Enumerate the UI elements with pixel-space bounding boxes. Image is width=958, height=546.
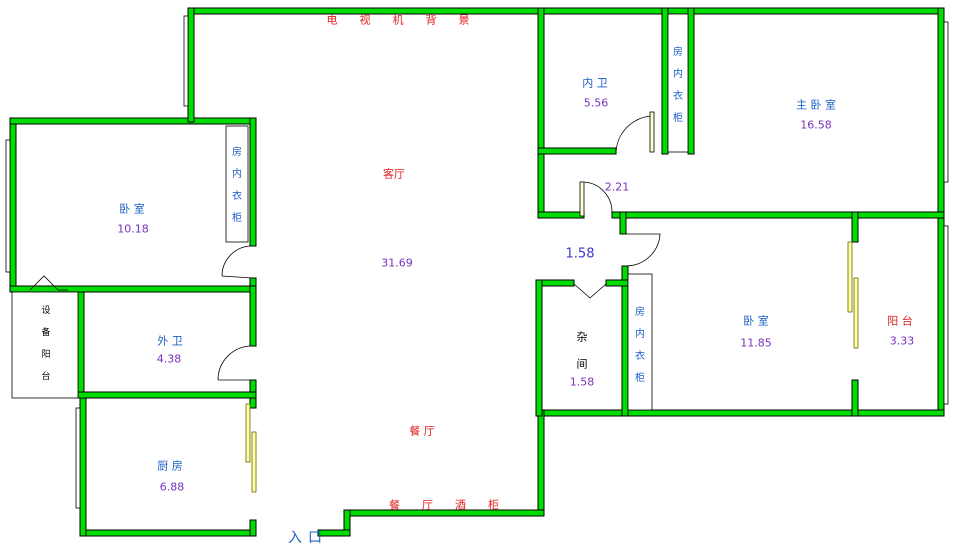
door-bed-left-leaf <box>221 275 253 279</box>
kitchen-area: 6.88 <box>159 480 185 494</box>
wardrobe-left-label: 房内衣柜 <box>232 147 242 224</box>
dining-bar-label: 餐 厅 酒 柜 <box>389 498 499 512</box>
door-bath-outer-swing <box>217 345 253 381</box>
door-kitchen-slide-a <box>245 403 251 463</box>
wall-master-bottom <box>611 211 945 219</box>
wardrobe-top-box <box>667 13 689 153</box>
wardrobes <box>225 13 689 411</box>
door-balcony-slide-a <box>847 241 853 313</box>
balcony-area: 3.33 <box>889 334 915 348</box>
wall-bed-bottom <box>9 285 257 293</box>
wall-balcony-left-upper <box>851 211 859 243</box>
wall-top-main <box>189 7 943 15</box>
equipment-balcony-box <box>11 291 79 399</box>
wall-wardrobe-top-right <box>687 7 695 155</box>
outer-walls <box>9 7 945 537</box>
door-bed-left-swing <box>221 245 253 277</box>
wall-bath-bottom <box>77 391 257 399</box>
inner-bath-name: 内 卫 <box>582 76 608 90</box>
outer-bath-name: 外 卫 <box>157 334 183 348</box>
wall-bath-right <box>249 285 257 347</box>
wall-kitchen-left <box>79 395 87 537</box>
door-storage-swing <box>573 283 607 299</box>
door-master-swing <box>583 181 613 213</box>
equipment-balcony-label: 设备阳台 <box>41 306 51 382</box>
wall-inner-bath-left <box>537 7 545 219</box>
entrance-label: 入口 <box>288 530 328 546</box>
living-room-name: 客厅 <box>383 167 405 181</box>
wall-hall-right-lower <box>621 265 629 417</box>
door-inner-bath-swing <box>615 115 655 155</box>
bedroom-right-name: 卧 室 <box>743 314 769 328</box>
outer-bath-area: 4.38 <box>156 352 182 366</box>
window-living-left <box>183 15 189 107</box>
wall-bed-top <box>9 117 257 125</box>
tv-wall-label: 电 视 机 背 景 <box>326 13 470 27</box>
storage-name-b: 间 <box>576 357 588 371</box>
door-balcony-slide-b <box>853 277 859 349</box>
windows <box>5 15 949 509</box>
hall-area: 1.58 <box>565 246 595 262</box>
wall-bottom-left <box>79 529 257 537</box>
wall-right-step <box>537 409 545 517</box>
bedroom-right-area: 11.85 <box>740 336 772 350</box>
door-inner-bath-leaf <box>649 111 655 153</box>
wall-bed-right <box>249 117 257 247</box>
wall-corridor-bottom-left <box>537 211 585 219</box>
doors <box>29 111 859 493</box>
balcony-name: 阳 台 <box>887 314 913 328</box>
wall-balcony-left-lower <box>851 379 859 417</box>
corridor-area: 2.21 <box>604 180 630 194</box>
window-kitchen-left <box>75 407 81 509</box>
window-bed-left <box>5 139 11 273</box>
window-master-right <box>943 21 949 183</box>
bedroom-left-area: 10.18 <box>117 222 149 236</box>
wardrobe-top-label: 房内衣柜 <box>673 47 683 124</box>
door-kitchen-slide-b <box>251 431 257 493</box>
door-equipment-swing <box>29 275 59 291</box>
storage-name-a: 杂 <box>576 330 588 344</box>
kitchen-name: 厨 房 <box>157 459 183 473</box>
wall-left-upper <box>187 7 195 123</box>
window-balcony-right <box>943 225 949 405</box>
wall-inner-bath-bottom <box>537 147 617 155</box>
interior-walls <box>9 7 945 537</box>
wall-kitchen-right-low <box>249 519 257 537</box>
master-bedroom-name: 主 卧 室 <box>796 98 836 112</box>
bedroom-left-name: 卧 室 <box>119 202 145 216</box>
wall-left-lower <box>77 287 85 397</box>
wall-hall-right-upper <box>619 211 627 235</box>
storage-area: 1.58 <box>569 375 595 389</box>
wall-left-top <box>9 117 17 291</box>
door-master-leaf <box>579 181 585 217</box>
living-room-area: 31.69 <box>381 256 413 270</box>
wall-bottom-right <box>537 409 945 417</box>
inner-bath-area: 5.56 <box>583 96 609 110</box>
door-bedroom-right-swing <box>625 233 661 267</box>
wardrobe-right-box <box>627 273 653 411</box>
wall-bottom-entry-right <box>317 529 351 537</box>
wardrobe-right-label: 房内衣柜 <box>635 307 645 384</box>
wardrobe-left-box <box>225 125 249 243</box>
dining-name: 餐 厅 <box>409 424 435 438</box>
master-bedroom-area: 16.58 <box>800 118 832 132</box>
wall-storage-top-right <box>605 279 629 287</box>
wall-storage-left <box>535 279 543 417</box>
wall-storage-top <box>537 279 575 287</box>
wall-inner-bath-right <box>661 7 669 155</box>
